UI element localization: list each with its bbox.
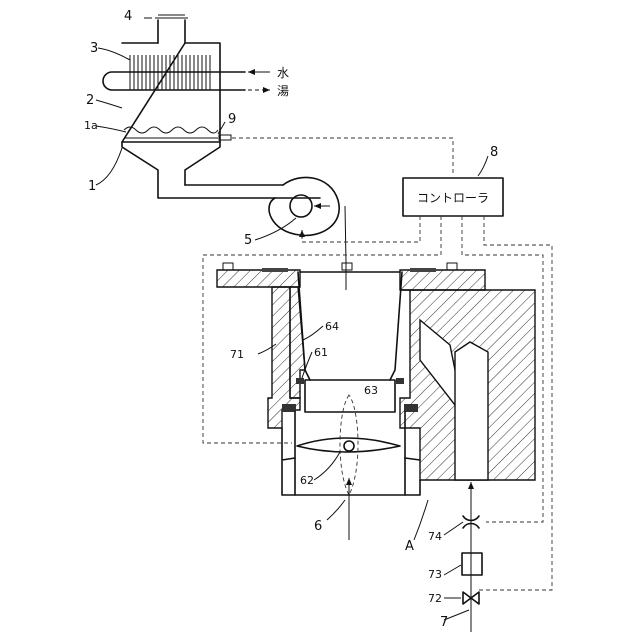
label-3: 3 — [90, 41, 98, 56]
blower-fan — [185, 177, 346, 262]
label-hot-water: 湯 — [277, 84, 289, 98]
label-4: 4 — [124, 9, 132, 24]
label-71: 71 — [230, 348, 244, 361]
tank-hopper — [122, 142, 320, 198]
label-6: 6 — [314, 519, 322, 534]
temperature-sensor — [219, 135, 231, 140]
label-1a: 1a — [84, 119, 98, 132]
burner-assembly — [217, 262, 535, 540]
fuel-line — [462, 482, 482, 632]
label-9: 9 — [228, 112, 236, 127]
swirl-vane — [297, 438, 400, 452]
label-8: 8 — [490, 145, 498, 160]
exhaust-chimney — [158, 20, 185, 43]
label-1: 1 — [88, 179, 96, 194]
label-73: 73 — [428, 568, 442, 581]
label-74: 74 — [428, 530, 442, 543]
water-level — [124, 127, 218, 133]
tank-body — [122, 43, 220, 142]
label-61: 61 — [314, 346, 328, 359]
controller-box: コントローラ — [403, 178, 503, 216]
label-2: 2 — [86, 93, 94, 108]
label-7: 7 — [440, 615, 448, 630]
label-A: A — [405, 539, 414, 554]
controller-label: コントローラ — [417, 191, 489, 205]
label-62: 62 — [300, 474, 314, 487]
heat-exchanger — [103, 15, 320, 198]
label-5: 5 — [244, 233, 252, 248]
inner-cylinder — [298, 272, 402, 380]
label-72: 72 — [428, 592, 442, 605]
label-64: 64 — [325, 320, 339, 333]
label-63: 63 — [364, 384, 378, 397]
label-water: 水 — [277, 66, 289, 80]
fuel-filter — [462, 553, 482, 575]
